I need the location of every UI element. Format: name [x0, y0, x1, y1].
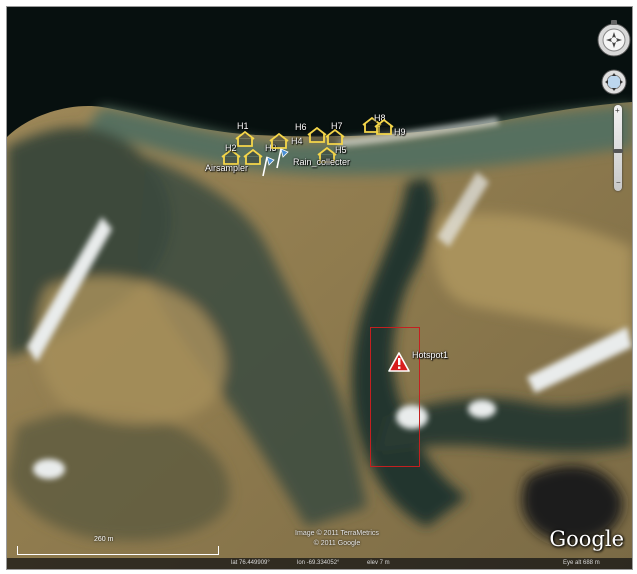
zoom-out-icon[interactable]: −: [616, 178, 621, 187]
marker-label: H1: [237, 121, 249, 131]
marker-rain-collecter[interactable]: Rain_collecter: [275, 147, 350, 174]
house-icon: [325, 128, 345, 145]
copyright: © 2011 Google: [313, 540, 361, 547]
marker-label: H7: [331, 121, 343, 131]
marker-label: H5: [335, 145, 347, 155]
zoom-handle[interactable]: [613, 149, 623, 153]
marker-h6[interactable]: H6: [295, 122, 327, 148]
marker-h2[interactable]: H2: [221, 143, 241, 170]
look-joystick[interactable]: [601, 69, 627, 100]
zoom-in-icon[interactable]: +: [615, 106, 620, 115]
marker-label: H8: [374, 113, 386, 123]
satellite-imagery: [7, 7, 632, 569]
marker-h1[interactable]: H1: [235, 121, 255, 152]
look-joystick-icon: [601, 69, 627, 95]
marker-h3[interactable]: H3: [243, 143, 277, 170]
marker-label: Airsampler: [205, 163, 249, 173]
zoom-slider[interactable]: + −: [613, 105, 623, 191]
marker-h9[interactable]: H9: [374, 118, 406, 140]
compass-icon: [597, 20, 631, 57]
marker-label: Hotspot1: [412, 350, 449, 360]
house-icon: [307, 126, 327, 143]
house-icon: [221, 148, 241, 165]
latitude-readout: lat 76.449909°: [231, 560, 270, 566]
house-icon: [235, 130, 255, 147]
eye-altitude-readout: Eye alt 688 m: [563, 560, 600, 566]
house-icon: [243, 148, 263, 165]
house-icon: [317, 146, 337, 163]
marker-airsampler[interactable]: Airsampler: [205, 155, 275, 182]
marker-label: H9: [394, 127, 406, 137]
compass-control[interactable]: [597, 19, 631, 64]
marker-hotspot[interactable]: Hotspot1: [388, 350, 448, 377]
imagery-credit: Image © 2011 TerraMetrics: [295, 530, 379, 537]
scale-bar: 260 m: [17, 536, 219, 555]
flag-icon: [276, 148, 289, 169]
marker-h5[interactable]: H5: [317, 145, 347, 168]
map-view[interactable]: H1 H2 H3 H4 H5 H6 H7 H8 H9 Airsampler Ra…: [6, 6, 633, 570]
status-bar: lat 76.449909° lon -69.334052° elev 7 m …: [7, 558, 632, 569]
house-icon: [269, 132, 289, 149]
hotspot-highlight-box: [370, 327, 420, 467]
google-logo: Google: [549, 527, 624, 551]
marker-h4[interactable]: H4: [269, 132, 303, 154]
marker-label: H4: [291, 136, 303, 146]
elevation-readout: elev 7 m: [367, 560, 390, 566]
marker-label: H6: [295, 122, 307, 132]
marker-label: Rain_collecter: [293, 157, 351, 167]
scale-label: 260 m: [94, 536, 114, 543]
house-icon: [374, 118, 394, 135]
marker-label: H2: [225, 143, 237, 153]
marker-label: H3: [265, 143, 277, 153]
longitude-readout: lon -69.334052°: [297, 560, 340, 566]
warning-triangle-icon: [388, 352, 410, 372]
marker-h7[interactable]: H7: [325, 121, 345, 150]
flag-icon: [262, 156, 275, 177]
